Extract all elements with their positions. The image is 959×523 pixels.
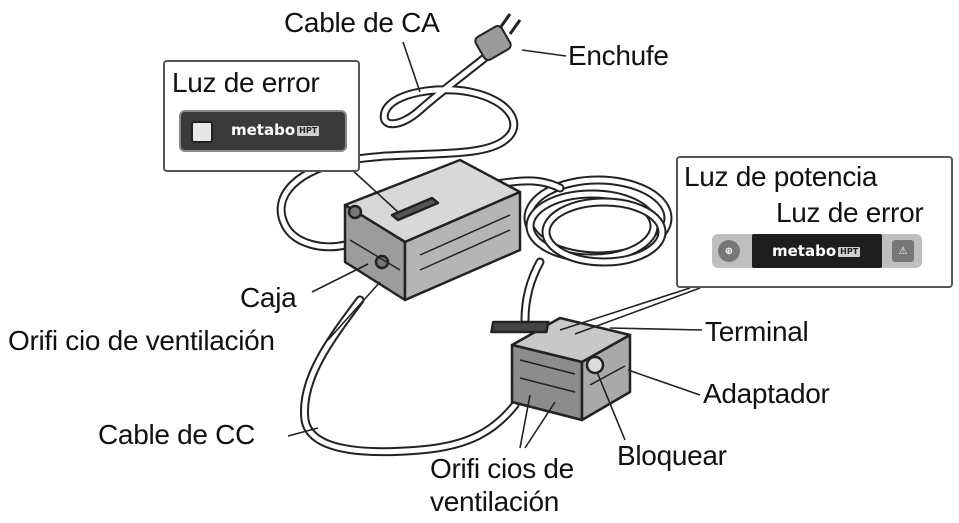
label-orificios-line2: ventilación: [430, 486, 560, 517]
error-lamp-right-icon: ⚠: [892, 240, 914, 262]
label-luz-error-left: Luz de error: [172, 67, 320, 98]
power-box: [343, 158, 522, 302]
leader-luz-error-left: [349, 167, 399, 213]
power-lamp-icon: ⊕: [718, 240, 740, 262]
label-cable-cc: Cable de CC: [98, 419, 256, 450]
brand-name-right: metabo: [772, 242, 837, 260]
leader-orificio: [327, 281, 381, 341]
leader-orificios-2: [524, 401, 556, 449]
leader-enchufe: [521, 49, 567, 57]
label-luz-error-right: Luz de error: [776, 197, 924, 228]
label-orificios-line1: Orifi cios de: [430, 453, 574, 484]
leader-orificios-1: [519, 394, 531, 449]
leader-bloquear: [596, 371, 626, 441]
label-cable-ca: Cable de CA: [284, 7, 440, 38]
brand-badge-right: HPT: [838, 246, 861, 257]
dc-cable-loop: [299, 295, 520, 457]
label-enchufe: Enchufe: [568, 40, 669, 71]
label-caja: Caja: [240, 282, 297, 313]
brand-badge: HPT: [297, 125, 320, 136]
label-orificio-ventilacion: Orifi cio de ventilación: [8, 325, 275, 356]
leader-adaptador: [627, 369, 701, 396]
leader-caja: [311, 263, 369, 293]
label-terminal: Terminal: [705, 316, 809, 347]
leader-terminal: [609, 327, 703, 331]
ac-cable-inner: [278, 49, 517, 250]
label-luz-potencia: Luz de potencia: [684, 161, 878, 192]
leader-cable-ca: [402, 41, 421, 93]
adapter: [490, 316, 632, 422]
error-lamp-left-icon: [191, 121, 213, 143]
plug: [474, 13, 522, 61]
label-adaptador: Adaptador: [703, 378, 830, 409]
brand-name: metabo: [231, 121, 296, 139]
dc-cable-coil: [523, 175, 673, 267]
leader-cable-cc: [287, 427, 319, 437]
label-bloquear: Bloquear: [617, 440, 727, 471]
leader-panel-1: [559, 287, 691, 331]
leader-panel-2: [574, 287, 701, 335]
